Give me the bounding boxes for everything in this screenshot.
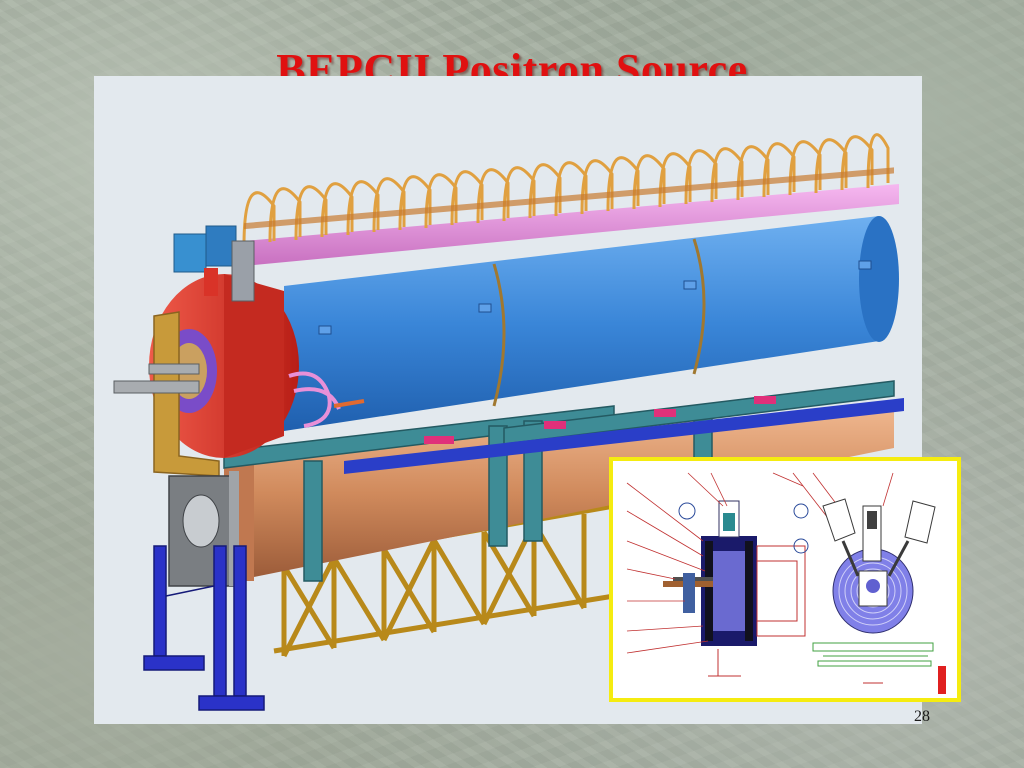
gate-valve (168, 471, 239, 587)
solenoid-rails (344, 396, 904, 474)
cooling-manifold (244, 184, 899, 266)
callout-leaders (626, 472, 894, 654)
end-view (812, 498, 946, 694)
feed-tubes (288, 371, 365, 428)
side-section-view (663, 500, 806, 677)
front-support-plate (153, 311, 220, 477)
valve-stand (143, 545, 265, 711)
engineering-cross-section (626, 472, 946, 694)
vacuum-pump-assembly (173, 225, 255, 302)
callout-bubbles (678, 502, 809, 554)
page-number: 28 (914, 708, 930, 725)
solenoid-cylinder (284, 216, 899, 431)
positron-source-3d-model (113, 133, 904, 711)
coil-manifold-ports (244, 167, 894, 230)
beam-port-rods (113, 363, 200, 394)
cross-section-drawing-inset (609, 457, 961, 702)
positron-source-render (94, 76, 922, 724)
